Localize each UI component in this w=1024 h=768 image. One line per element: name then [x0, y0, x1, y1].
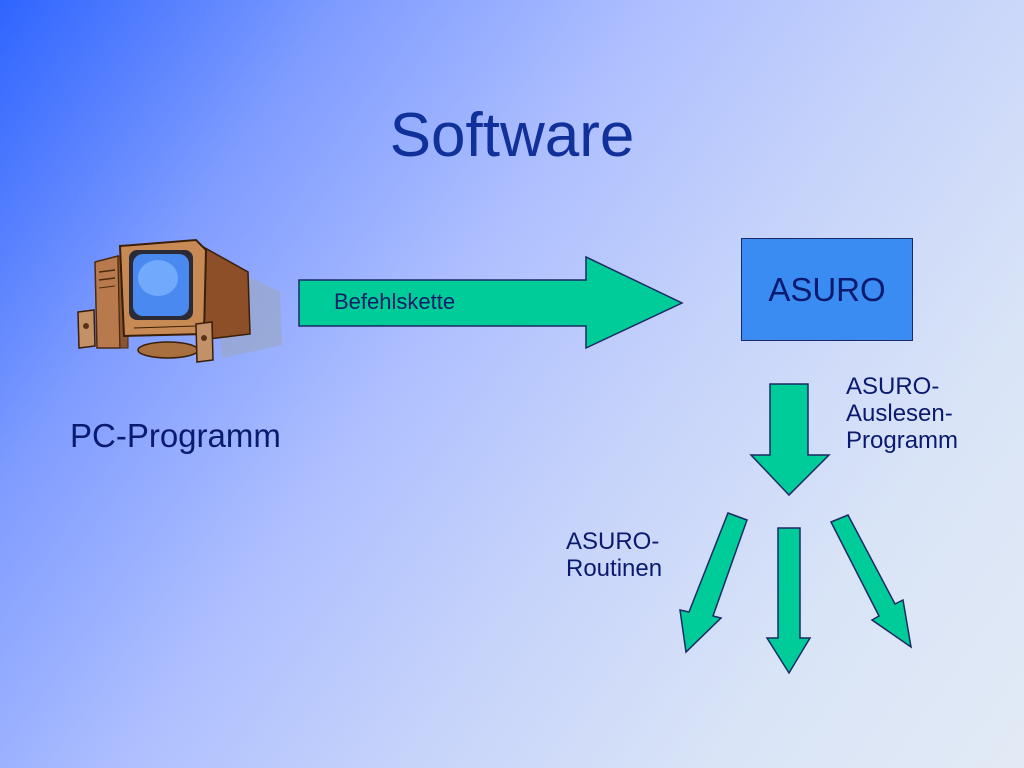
routines-label: ASURO- Routinen — [566, 528, 686, 583]
command-chain-label: Befehlskette — [334, 289, 456, 314]
routines-line: Routinen — [566, 554, 663, 582]
read-program-line: Auslesen- — [846, 399, 953, 427]
routine-arrow-left — [679, 512, 748, 654]
read-program-line: ASURO- — [846, 373, 940, 400]
asuro-label: ASURO — [768, 271, 886, 308]
read-program-line: Programm — [846, 426, 959, 454]
pc-program-label: PC-Programm — [70, 417, 281, 454]
desktop-computer-icon — [77, 238, 282, 363]
routines-line: ASURO- — [566, 528, 660, 555]
read-program-label: ASURO- Auslesen- Programm — [846, 373, 986, 455]
read-program-arrow — [749, 383, 831, 497]
routine-arrow-right — [829, 514, 913, 649]
asuro-box: ASURO — [741, 238, 913, 341]
routine-arrow-middle — [765, 527, 812, 675]
slide-title: Software — [389, 101, 635, 170]
command-chain-arrow — [298, 255, 684, 350]
